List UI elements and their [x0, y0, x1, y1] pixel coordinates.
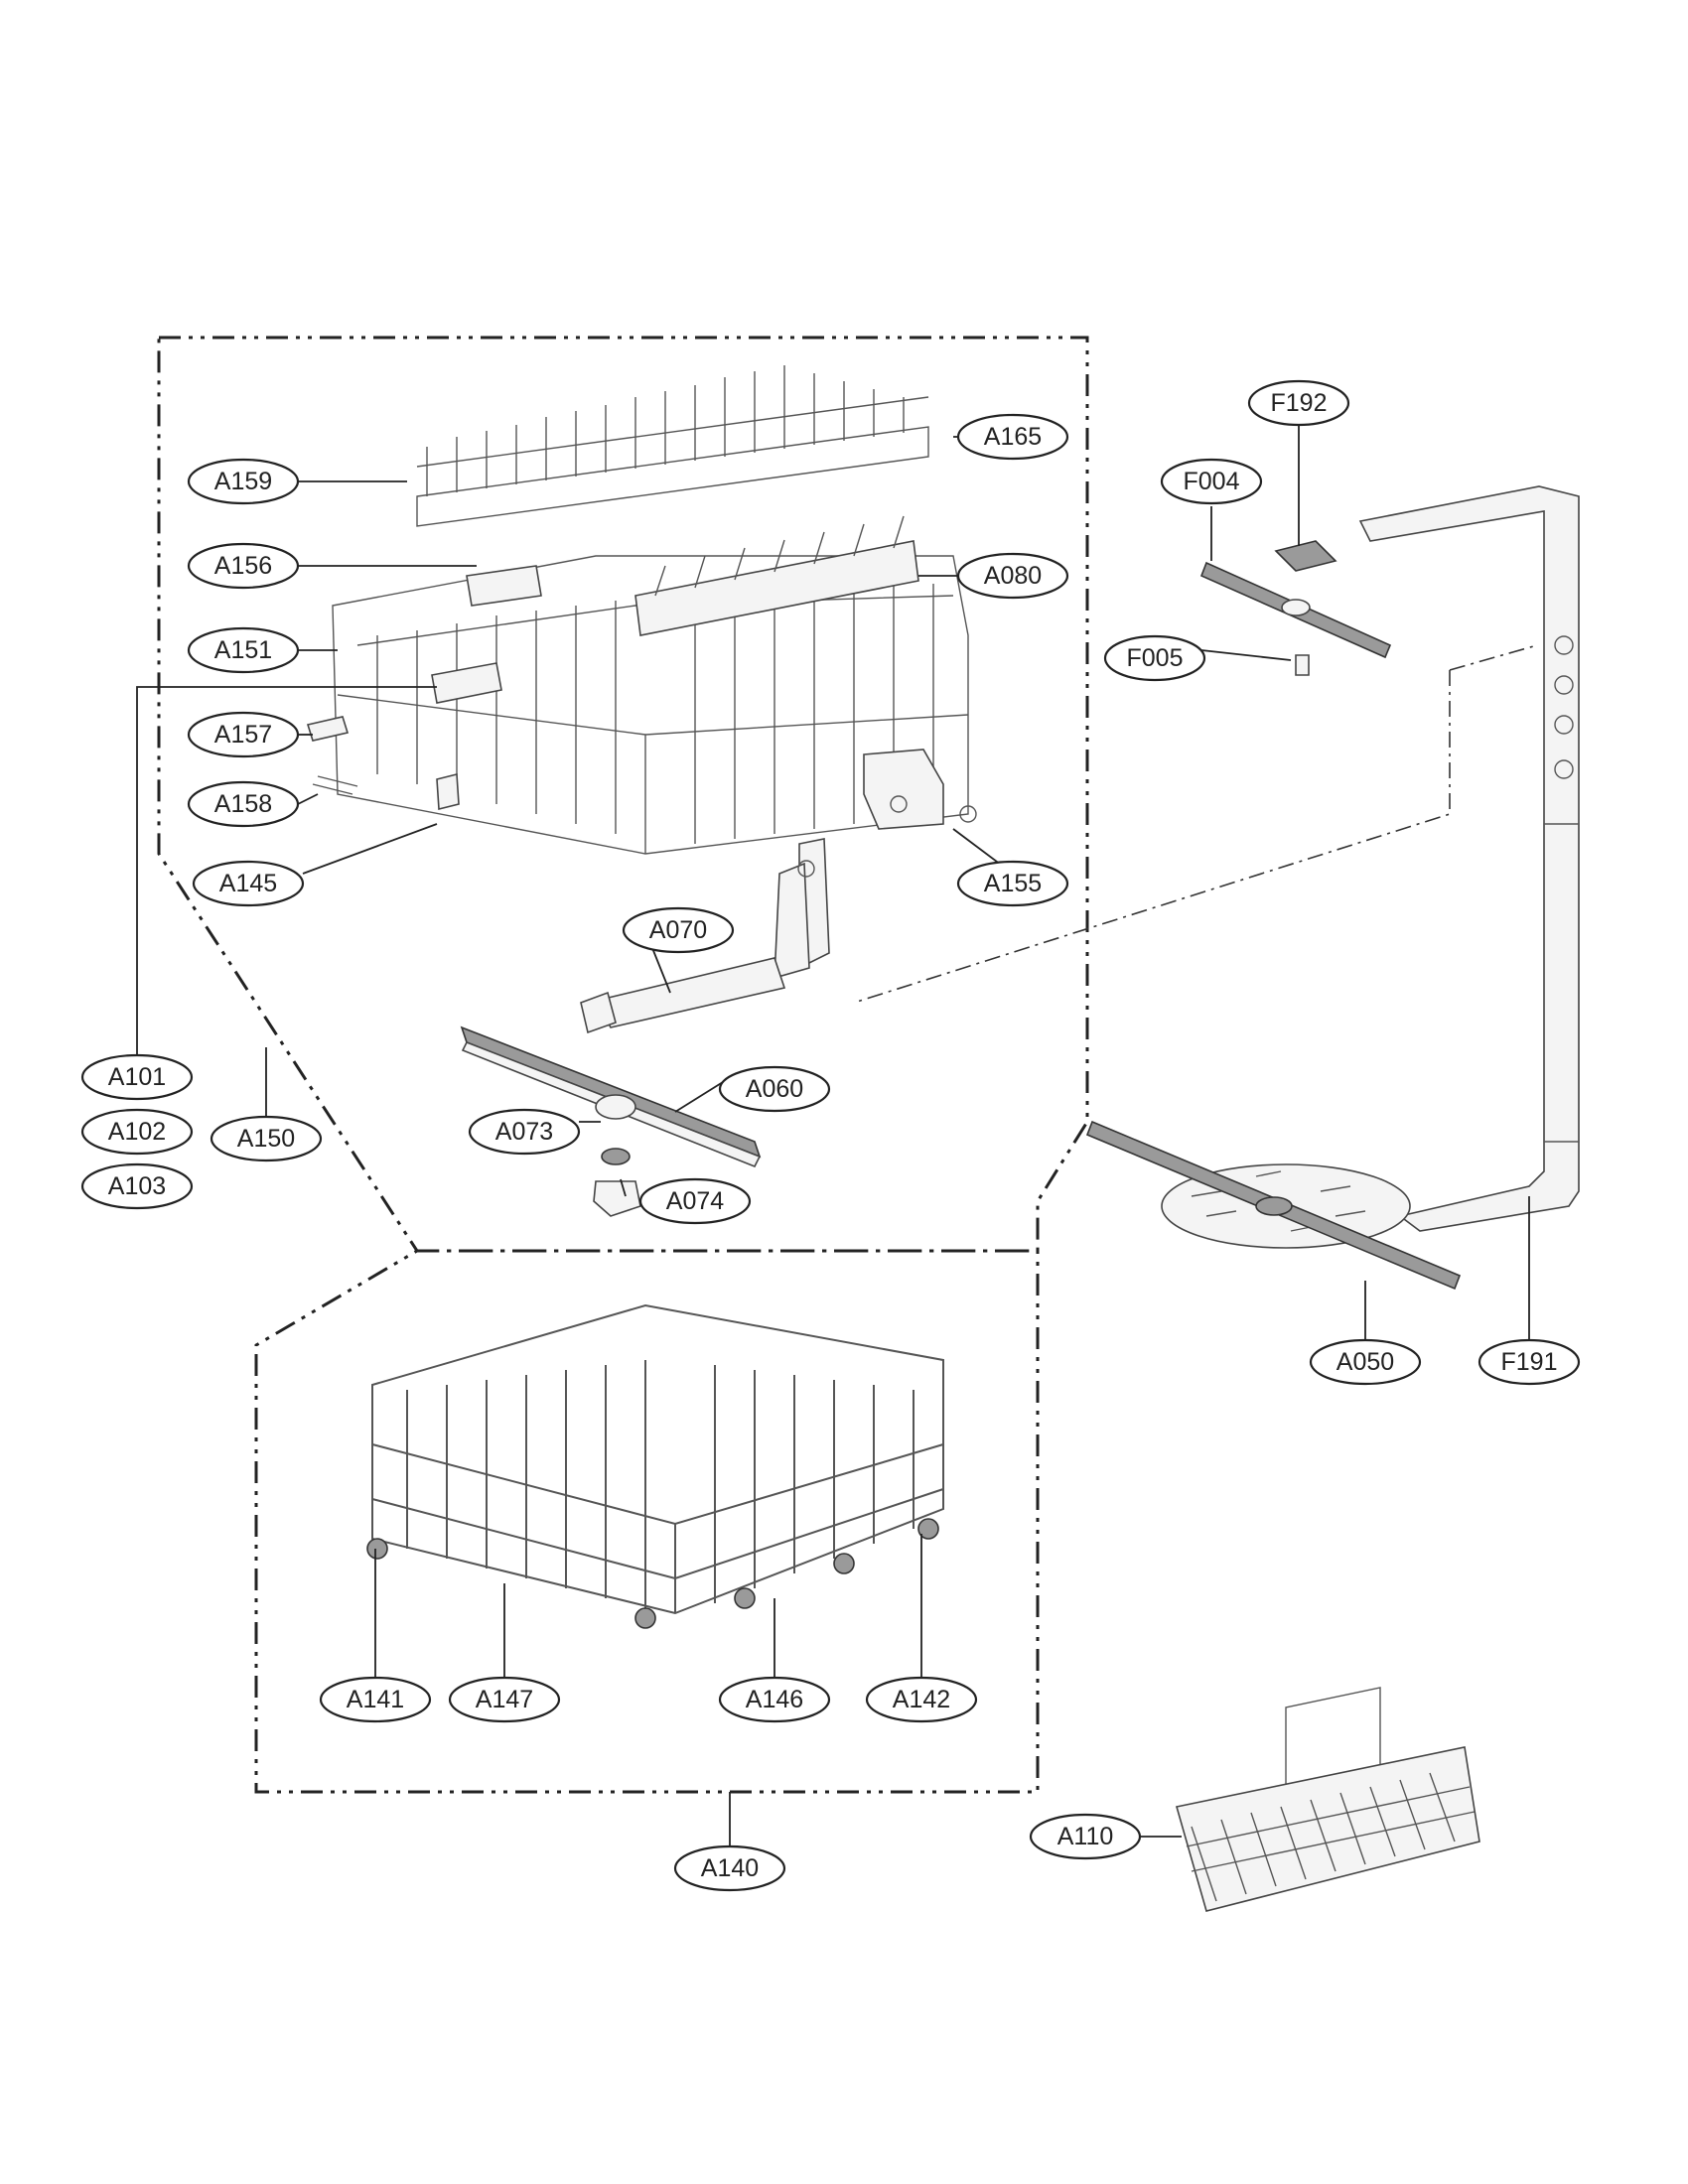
callout-a101[interactable]: A101	[80, 1053, 194, 1101]
callout-a070[interactable]: A070	[622, 906, 735, 954]
callout-a140[interactable]: A140	[673, 1844, 786, 1892]
callout-f192-text: F192	[1271, 389, 1328, 417]
callout-a073-text: A073	[495, 1118, 553, 1146]
callout-a070-text: A070	[649, 916, 707, 944]
callout-a101-text: A101	[108, 1063, 166, 1091]
callout-a155-text: A155	[984, 870, 1042, 897]
supply-duct-drawing	[1358, 485, 1580, 1232]
callout-a141[interactable]: A141	[319, 1676, 432, 1723]
callout-a110[interactable]: A110	[1029, 1813, 1142, 1860]
upper-rack-boundary	[157, 336, 1089, 1253]
callout-a156-text: A156	[214, 552, 272, 580]
callout-a103-text: A103	[108, 1172, 166, 1200]
callout-a050-text: A050	[1336, 1348, 1394, 1376]
callout-f192[interactable]: F192	[1247, 379, 1350, 427]
callout-a060[interactable]: A060	[718, 1065, 831, 1113]
callout-a151-text: A151	[214, 636, 272, 664]
callout-a060-text: A060	[746, 1075, 803, 1103]
callout-a073[interactable]: A073	[468, 1108, 581, 1156]
silverware-basket-drawing	[1175, 1687, 1480, 1912]
callout-f191-text: F191	[1501, 1348, 1558, 1376]
callout-a157[interactable]: A157	[187, 711, 300, 758]
callout-a074[interactable]: A074	[638, 1177, 752, 1225]
callout-a140-text: A140	[701, 1854, 759, 1882]
lower-rack-boundary	[254, 1249, 1040, 1794]
callout-a147[interactable]: A147	[448, 1676, 561, 1723]
callout-a155[interactable]: A155	[956, 860, 1069, 907]
callout-a156[interactable]: A156	[187, 542, 300, 590]
callout-a080[interactable]: A080	[956, 552, 1069, 600]
callout-a145[interactable]: A145	[192, 860, 305, 907]
callout-a157-text: A157	[214, 721, 272, 749]
callout-a110-text: A110	[1057, 1823, 1114, 1850]
callout-a103[interactable]: A103	[80, 1162, 194, 1210]
callout-a159[interactable]: A159	[187, 458, 300, 505]
callout-a080-text: A080	[984, 562, 1042, 590]
callout-f005-text: F005	[1127, 644, 1184, 672]
lower-spray-arm-drawing	[1085, 1120, 1462, 1291]
callout-a145-text: A145	[219, 870, 277, 897]
upper-rack-drawing	[306, 365, 977, 855]
callout-a142[interactable]: A142	[865, 1676, 978, 1723]
top-spray-arm-drawing	[1199, 540, 1392, 676]
callout-f004[interactable]: F004	[1160, 458, 1263, 505]
callout-a050[interactable]: A050	[1309, 1338, 1422, 1386]
callout-a158[interactable]: A158	[187, 780, 300, 828]
leader-lines	[136, 425, 1530, 1846]
callout-a165[interactable]: A165	[956, 413, 1069, 461]
callout-a141-text: A141	[347, 1686, 404, 1713]
callout-a151[interactable]: A151	[187, 626, 300, 674]
upper-spray-arm-drawing	[460, 838, 830, 1217]
callout-a102[interactable]: A102	[80, 1108, 194, 1156]
callout-f004-text: F004	[1184, 468, 1240, 495]
callout-a159-text: A159	[214, 468, 272, 495]
callout-a158-text: A158	[214, 790, 272, 818]
callout-a102-text: A102	[108, 1118, 166, 1146]
callout-a146-text: A146	[746, 1686, 803, 1713]
callout-a150[interactable]: A150	[210, 1115, 323, 1162]
callout-f005[interactable]: F005	[1103, 634, 1206, 682]
callout-a146[interactable]: A146	[718, 1676, 831, 1723]
callout-a147-text: A147	[476, 1686, 533, 1713]
callout-a074-text: A074	[666, 1187, 724, 1215]
callout-a165-text: A165	[984, 423, 1042, 451]
connection-lines	[853, 644, 1538, 1004]
lower-rack-drawing	[366, 1303, 944, 1629]
callout-a142-text: A142	[893, 1686, 950, 1713]
callout-a150-text: A150	[237, 1125, 295, 1153]
callout-f191[interactable]: F191	[1477, 1338, 1581, 1386]
